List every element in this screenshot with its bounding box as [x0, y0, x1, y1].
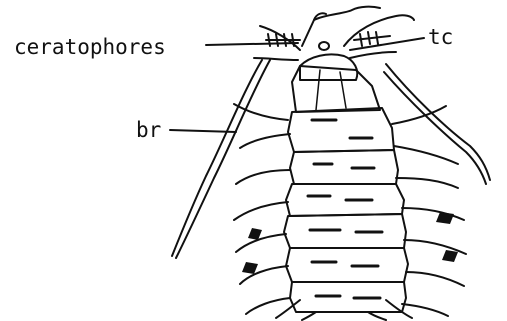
segment-5 — [286, 248, 408, 282]
ventral-cirri — [276, 300, 412, 320]
segment-1 — [288, 108, 394, 152]
worm-body — [284, 42, 408, 312]
label-tc: tc — [428, 25, 453, 49]
leader-ceratophores — [206, 43, 298, 45]
eye — [319, 42, 329, 50]
parapodia-left — [234, 104, 290, 314]
segment-markings — [308, 120, 382, 298]
tentacular-cirri — [172, 60, 490, 258]
segment-4 — [284, 214, 406, 248]
peristomium — [292, 66, 380, 112]
cirrus-left-long — [172, 60, 262, 256]
antennae — [254, 7, 414, 60]
label-ceratophores: ceratophores — [14, 35, 166, 59]
segment-6 — [290, 282, 406, 312]
label-br: br — [136, 118, 161, 142]
segment-2 — [290, 150, 398, 184]
